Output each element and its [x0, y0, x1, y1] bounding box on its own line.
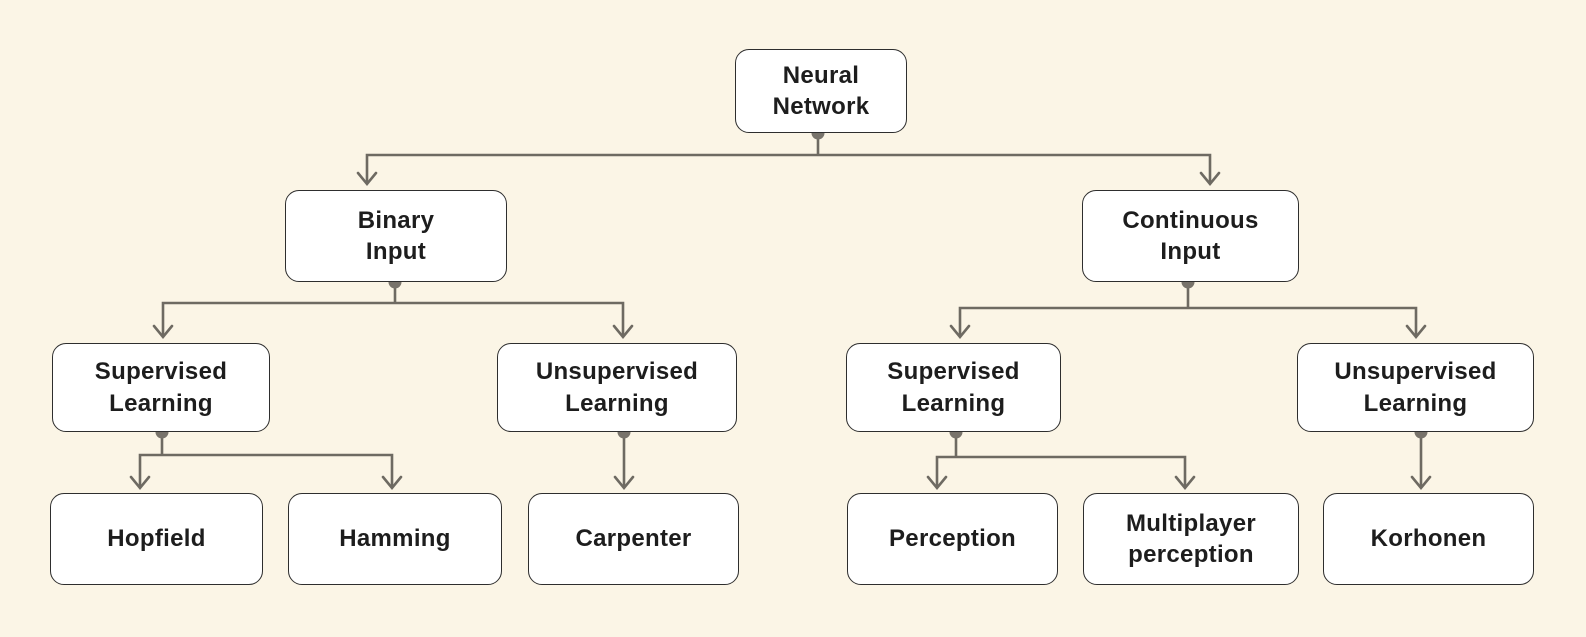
node-supervised-learning-continuous: Supervised Learning	[846, 343, 1061, 432]
node-label: Korhonen	[1370, 525, 1487, 553]
node-label: Multiplayer perception	[1126, 509, 1256, 568]
node-label: Hamming	[339, 525, 451, 553]
arrowhead-icon	[152, 324, 174, 340]
arrowhead-icon	[1410, 475, 1432, 491]
node-label: Neural Network	[772, 61, 870, 120]
node-unsupervised-learning-continuous: Unsupervised Learning	[1297, 343, 1534, 432]
node-label: Supervised Learning	[94, 358, 228, 417]
node-label: Supervised Learning	[887, 358, 1020, 417]
arrowhead-icon	[949, 324, 971, 340]
node-label: Perception	[888, 525, 1017, 553]
node-perception: Perception	[847, 493, 1058, 585]
node-carpenter: Carpenter	[528, 493, 739, 585]
node-korhonen: Korhonen	[1323, 493, 1534, 585]
node-binary-input: Binary Input	[285, 190, 507, 282]
arrowhead-icon	[129, 475, 151, 491]
arrowhead-icon	[356, 171, 378, 187]
connector-line	[365, 153, 1212, 184]
arrowhead-icon	[1174, 475, 1196, 491]
node-unsupervised-learning-binary: Unsupervised Learning	[497, 343, 737, 432]
connector-line	[935, 455, 1187, 488]
connector-line	[958, 306, 1418, 337]
node-continuous-input: Continuous Input	[1082, 190, 1299, 282]
node-label: Continuous Input	[1122, 206, 1259, 265]
node-label: Hopfield	[107, 525, 206, 553]
arrowhead-icon	[1199, 171, 1221, 187]
node-multiplayer-perception: Multiplayer perception	[1083, 493, 1299, 585]
connector-line	[138, 453, 394, 488]
node-label: Unsupervised Learning	[1334, 358, 1497, 417]
arrowhead-icon	[381, 475, 403, 491]
arrowhead-icon	[926, 475, 948, 491]
arrowhead-icon	[613, 475, 635, 491]
connector-line	[161, 301, 625, 337]
arrowhead-icon	[1405, 324, 1427, 340]
node-label: Unsupervised Learning	[535, 358, 699, 417]
node-hopfield: Hopfield	[50, 493, 263, 585]
node-neural-network: Neural Network	[735, 49, 907, 133]
node-supervised-learning-binary: Supervised Learning	[52, 343, 270, 432]
node-hamming: Hamming	[288, 493, 502, 585]
arrowhead-icon	[612, 324, 634, 340]
node-label: Binary Input	[357, 206, 435, 265]
node-label: Carpenter	[575, 525, 692, 553]
